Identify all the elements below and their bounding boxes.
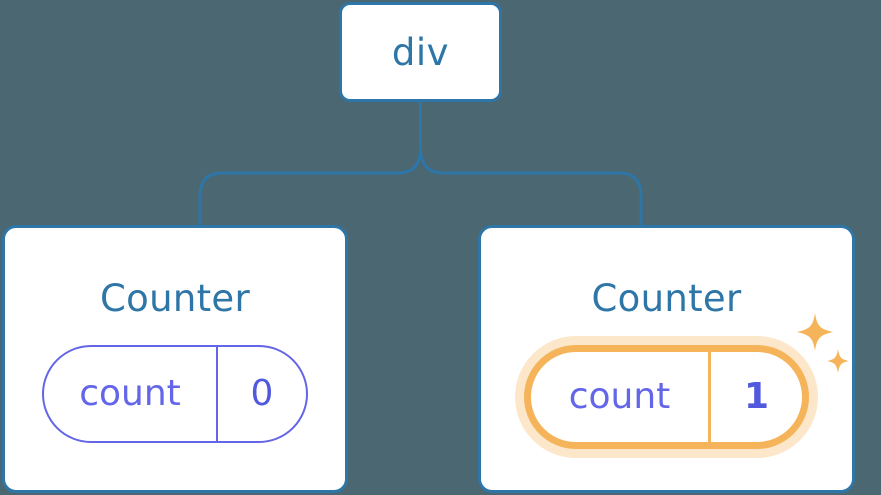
state-value-label: 1	[743, 376, 770, 417]
state-pill-wrapper: count 1	[524, 313, 849, 449]
component-node-counter-2[interactable]: Counter count 1	[478, 225, 855, 493]
component-node-counter-1[interactable]: Counter count 0	[2, 225, 348, 493]
state-value-label: 0	[250, 373, 274, 414]
state-key-label: count	[531, 352, 711, 442]
state-pill-wrapper: count 0	[42, 345, 308, 443]
state-key-label: count	[44, 347, 218, 441]
state-pill-count[interactable]: count 0	[42, 345, 308, 443]
component-title: Counter	[591, 277, 742, 320]
component-title: Counter	[100, 277, 250, 320]
root-node-label: div	[391, 30, 450, 74]
state-pill-count-updated[interactable]: count 1	[524, 345, 809, 449]
root-node-div[interactable]: div	[339, 2, 502, 102]
